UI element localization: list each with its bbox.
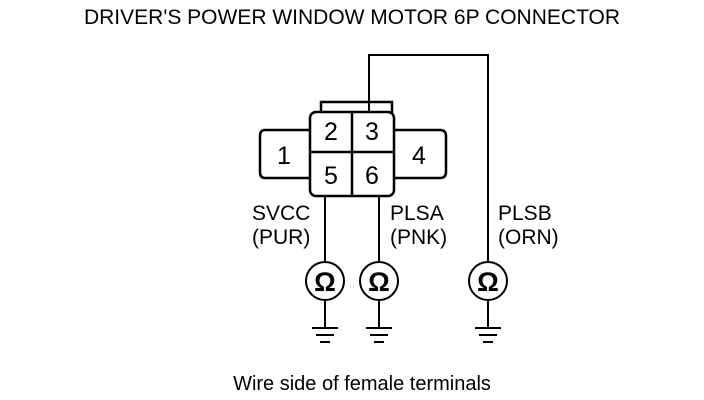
plsa-signal-label: PLSA — [390, 202, 444, 225]
ground-icon — [366, 327, 392, 343]
ohmmeter-plsa: Ω — [359, 261, 399, 301]
diagram-caption: Wire side of female terminals — [233, 373, 491, 395]
ohmmeter-plsb: Ω — [468, 261, 508, 301]
plsb-signal-label: PLSB — [498, 202, 552, 225]
terminal-3-label: 3 — [365, 118, 379, 146]
connector-right-ear — [394, 128, 448, 180]
terminal-6-label: 6 — [365, 162, 379, 190]
ground-svcc — [312, 300, 338, 343]
ground-icon — [312, 327, 338, 343]
terminal-4-label: 4 — [412, 142, 426, 170]
ohmmeter-svcc: Ω — [305, 261, 345, 301]
wire-terminal-3-plsb — [368, 54, 489, 262]
ohm-symbol: Ω — [314, 267, 336, 297]
plsb-color-label: (ORN) — [498, 226, 559, 249]
svcc-color-label: (PUR) — [252, 226, 310, 249]
diagram-title: DRIVER'S POWER WINDOW MOTOR 6P CONNECTOR — [84, 6, 620, 29]
connector-6p — [258, 100, 448, 198]
ohm-symbol: Ω — [368, 267, 390, 297]
connector-lock-tab — [319, 100, 394, 113]
ohm-symbol: Ω — [477, 267, 499, 297]
svcc-signal-label: SVCC — [252, 202, 310, 225]
ground-icon — [475, 327, 501, 343]
plsa-color-label: (PNK) — [390, 226, 447, 249]
connector-left-ear — [258, 128, 310, 180]
ground-plsa — [366, 300, 392, 343]
terminal-1-label: 1 — [277, 142, 291, 170]
terminal-5-label: 5 — [324, 162, 338, 190]
terminal-2-label: 2 — [324, 118, 338, 146]
ground-plsb — [475, 300, 501, 343]
